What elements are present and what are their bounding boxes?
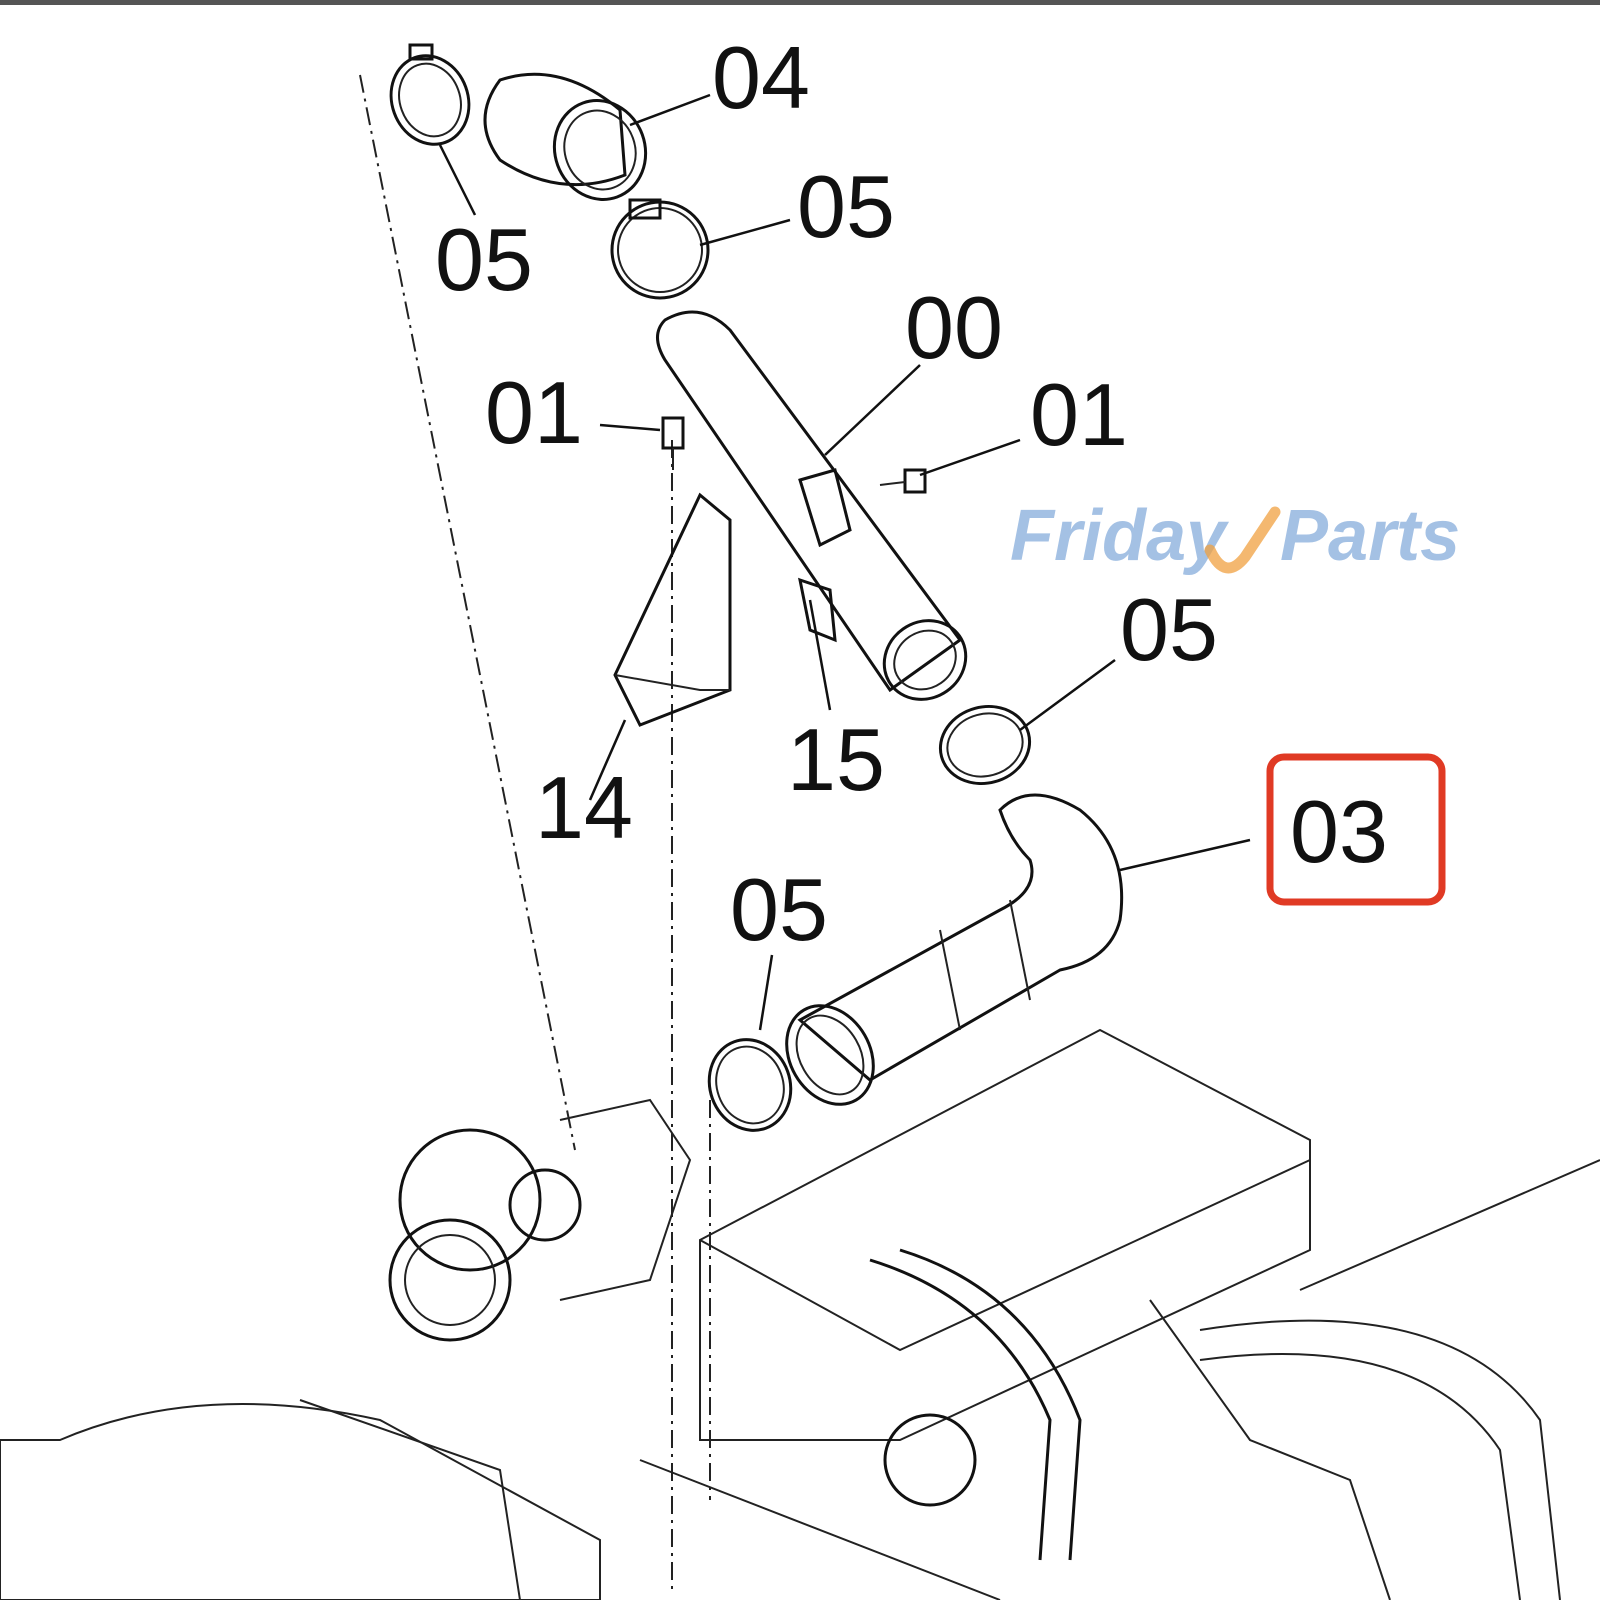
callout-05[interactable]: 05 xyxy=(1120,580,1218,679)
bracket-part-14[interactable] xyxy=(613,492,732,727)
callout-05[interactable]: 05 xyxy=(435,210,533,309)
bolt-part[interactable] xyxy=(661,416,685,470)
engine-assembly xyxy=(0,1028,1600,1600)
bolt-part[interactable] xyxy=(879,468,927,494)
callout-01[interactable]: 01 xyxy=(485,363,583,462)
callout-00[interactable]: 00 xyxy=(905,278,1003,377)
clamp-part[interactable] xyxy=(697,1028,804,1142)
assembly-line-left xyxy=(359,74,576,1151)
callout-04[interactable]: 04 xyxy=(712,28,810,127)
watermark-logo: Friday Parts xyxy=(1010,496,1460,576)
callout-15[interactable]: 15 xyxy=(787,710,885,809)
highlight-box xyxy=(1266,753,1446,906)
checkmark-icon xyxy=(1204,506,1281,574)
callout-05[interactable]: 05 xyxy=(730,860,828,959)
leader-lines xyxy=(438,93,1251,1031)
callout-03[interactable]: 03 xyxy=(1290,782,1388,881)
watermark-text-right: Parts xyxy=(1280,496,1460,576)
callout-01[interactable]: 01 xyxy=(1030,365,1128,464)
clamp-part[interactable] xyxy=(379,43,481,156)
hose-part-04[interactable] xyxy=(483,72,659,212)
callout-14[interactable]: 14 xyxy=(535,758,633,857)
hose-part-03[interactable] xyxy=(769,793,1124,1120)
top-border xyxy=(0,0,1600,5)
clamp-part[interactable] xyxy=(610,198,710,300)
clamp-part[interactable] xyxy=(932,697,1039,794)
pipe-part-00[interactable] xyxy=(656,310,982,715)
callout-05[interactable]: 05 xyxy=(797,157,895,256)
watermark-text-left: Friday xyxy=(1010,496,1230,576)
